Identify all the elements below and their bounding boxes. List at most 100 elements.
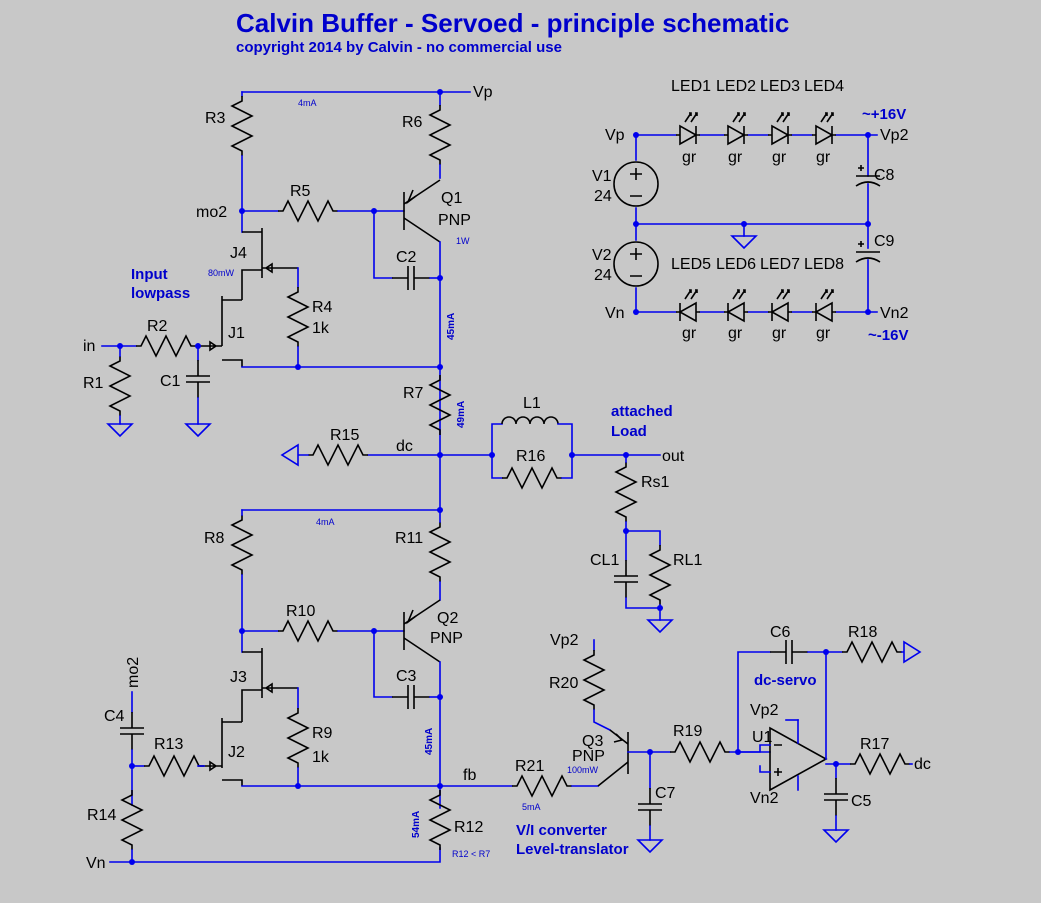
c7-ground-icon	[637, 839, 663, 853]
c3-label: C3	[396, 668, 417, 685]
top-stage: Vp 4mA R3 mo2 R5 R6 Q1 PNP 1W	[83, 84, 493, 456]
c5-ground-icon	[823, 829, 849, 843]
net-vp2-r20: Vp2	[550, 632, 579, 649]
r21-label: R21	[515, 758, 544, 775]
l1-label: L1	[523, 395, 541, 412]
r3-label: R3	[205, 110, 226, 127]
led6-diode	[723, 289, 749, 322]
r10-resistor	[277, 620, 339, 642]
r9-resistor	[287, 707, 309, 769]
led6-color: gr	[728, 325, 743, 342]
c7-label: C7	[655, 785, 676, 802]
current-45ma-top: 45mA	[446, 313, 457, 340]
c4-label: C4	[104, 708, 125, 725]
net-vn2-supply: Vn2	[880, 305, 909, 322]
c6-label: C6	[770, 624, 791, 641]
c1-capacitor	[185, 359, 211, 399]
current-54ma: 54mA	[411, 811, 422, 838]
r12-note: R12 < R7	[452, 849, 490, 859]
net-out: out	[662, 448, 685, 465]
net-in: in	[83, 338, 95, 355]
v1-value: 24	[594, 188, 612, 205]
note-vi-converter: V/I converter	[516, 822, 607, 839]
r14-label: R14	[87, 807, 116, 824]
r11-label: R11	[395, 530, 423, 547]
net-vp-supply: Vp	[605, 127, 625, 144]
c8-label: C8	[874, 167, 895, 184]
current-45ma-bottom: 45mA	[424, 728, 435, 755]
current-top-divider: 4mA	[298, 98, 317, 108]
r9-label: R9	[312, 725, 333, 742]
note-lowpass: lowpass	[131, 285, 190, 302]
r7-label: R7	[403, 385, 424, 402]
c2-label: C2	[396, 249, 417, 266]
c6-capacitor	[769, 639, 809, 665]
j2-label: J2	[228, 744, 245, 761]
j4-label: J4	[230, 245, 247, 262]
r11-resistor	[429, 521, 451, 583]
led8-diode	[811, 289, 837, 322]
rs1-resistor	[615, 461, 637, 523]
rl1-resistor	[649, 544, 671, 606]
q1-type: PNP	[438, 212, 471, 229]
cl1-label: CL1	[590, 552, 619, 569]
net-dc-servo: dc	[914, 756, 931, 773]
page-subtitle: copyright 2014 by Calvin - no commercial…	[236, 39, 562, 56]
v2-source	[613, 241, 659, 287]
j4-jfet	[241, 228, 298, 300]
current-5ma: 5mA	[522, 802, 541, 812]
net-vp2-u1: Vp2	[750, 702, 779, 719]
led7-diode	[767, 289, 793, 322]
c9-label: C9	[874, 233, 895, 250]
r13-label: R13	[154, 736, 183, 753]
c1-label: C1	[160, 373, 181, 390]
r8-label: R8	[204, 530, 225, 547]
r19-resistor	[669, 741, 731, 763]
note-minus16: ~-16V	[868, 327, 908, 344]
c2-capacitor	[391, 265, 431, 291]
led2-diode	[723, 112, 749, 145]
r15-resistor	[307, 444, 369, 466]
net-vp2-supply: Vp2	[880, 127, 909, 144]
q2-label: Q2	[437, 610, 458, 627]
q2-type: PNP	[430, 630, 463, 647]
q3-power: 100mW	[567, 765, 599, 775]
r3-resistor	[231, 95, 253, 157]
r5-label: R5	[290, 183, 311, 200]
r19-label: R19	[673, 723, 702, 740]
led1-label: LED1	[671, 78, 711, 95]
c8-capacitor	[855, 175, 881, 187]
r6-resistor	[429, 104, 451, 166]
led4-diode	[811, 112, 837, 145]
led8-color: gr	[816, 325, 831, 342]
q1-transistor	[403, 179, 441, 243]
led4-color: gr	[816, 149, 831, 166]
c9-capacitor	[855, 251, 881, 263]
led5-color: gr	[682, 325, 697, 342]
u1-label: U1	[752, 729, 773, 746]
page-title: Calvin Buffer - Servoed - principle sche…	[236, 8, 789, 38]
v2-value: 24	[594, 267, 612, 284]
led3-diode	[767, 112, 793, 145]
r17-resistor	[849, 753, 911, 775]
r20-resistor	[583, 649, 605, 711]
led2-label: LED2	[716, 78, 756, 95]
r15-label: R15	[330, 427, 359, 444]
supply-ground-icon	[731, 235, 757, 249]
v1-source	[613, 161, 659, 207]
r4-value: 1k	[312, 320, 330, 337]
v2-label: V2	[592, 247, 612, 264]
led1-color: gr	[682, 149, 697, 166]
led6-label: LED6	[716, 256, 756, 273]
power-supply: Vp Vn Vp2 Vn2 ~+16V ~-16V LED1 LED2 LED3…	[592, 78, 909, 344]
led3-label: LED3	[760, 78, 800, 95]
led3-color: gr	[772, 149, 787, 166]
r1-resistor	[109, 355, 131, 417]
q2-transistor	[403, 599, 441, 663]
led1-diode	[675, 112, 701, 145]
current-49ma: 49mA	[456, 401, 467, 428]
net-mo2-bottom: mo2	[125, 657, 142, 688]
note-load: Load	[611, 423, 647, 440]
r8-resistor	[231, 514, 253, 576]
